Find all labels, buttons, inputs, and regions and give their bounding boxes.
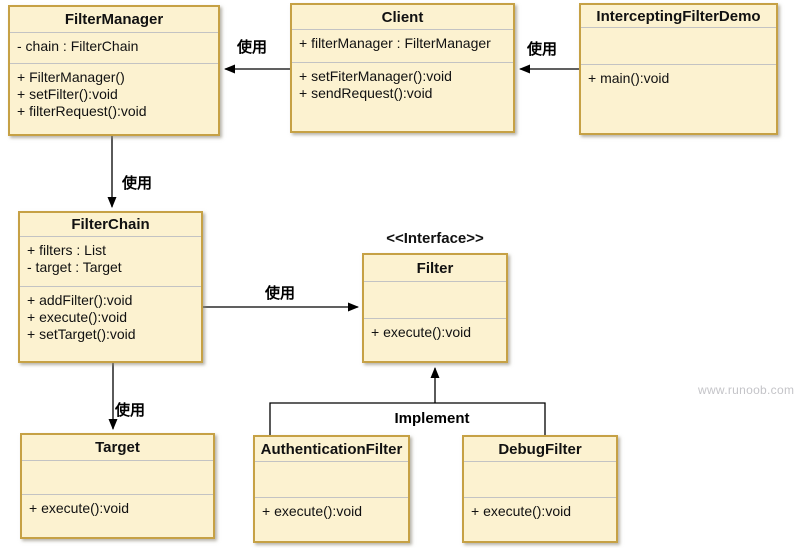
attribute: + filters : List [27,242,106,258]
use-label-demo-client: 使用 [527,41,558,58]
class-methods: + addFilter():void + execute():void + se… [20,287,201,361]
class-attributes: + filterManager : FilterManager [292,30,513,63]
class-methods: + execute():void [364,319,506,361]
class-name: DebugFilter [464,437,616,462]
use-label-client-filtermanager: 使用 [237,39,268,56]
implement-label: Implement [394,410,470,427]
class-name: FilterManager [10,7,218,33]
class-attributes [22,461,213,495]
class-attributes: + filters : List - target : Target [20,237,201,287]
class-box-debugfilter: DebugFilter + execute():void [462,435,618,543]
class-attributes [464,462,616,498]
class-box-filterchain: FilterChain + filters : List - target : … [18,211,203,363]
class-methods: + execute():void [464,498,616,541]
method: + execute():void [371,324,471,340]
method: + main():void [588,70,670,86]
method: + execute():void [471,503,571,519]
use-label-filtermanager-filterchain: 使用 [122,175,153,192]
method: + execute():void [27,309,127,325]
class-box-interceptingfilterdemo: InterceptingFilterDemo + main():void [579,3,778,135]
class-methods: + execute():void [255,498,408,541]
class-name: AuthenticationFilter [255,437,408,462]
attribute: + filterManager : FilterManager [299,35,491,51]
method: + setFilter():void [17,86,118,102]
class-box-client: Client + filterManager : FilterManager +… [290,3,515,133]
class-name: Filter [364,255,506,282]
attribute: - target : Target [27,259,122,275]
watermark: www.runoob.com [698,383,795,397]
class-box-filtermanager: FilterManager - chain : FilterChain + Fi… [8,5,220,136]
method: + FilterManager() [17,69,125,85]
class-methods: + execute():void [22,495,213,537]
method: + sendRequest():void [299,85,433,101]
class-methods: + FilterManager() + setFilter():void + f… [10,64,218,134]
class-name: FilterChain [20,213,201,237]
class-attributes: - chain : FilterChain [10,33,218,64]
method: + addFilter():void [27,292,133,308]
attribute: - chain : FilterChain [17,38,139,54]
class-attributes [364,282,506,319]
class-methods: + setFiterManager():void + sendRequest()… [292,63,513,131]
class-name: InterceptingFilterDemo [581,5,776,28]
use-label-filterchain-filter: 使用 [265,285,296,302]
class-box-authenticationfilter: AuthenticationFilter + execute():void [253,435,410,543]
interface-stereotype: <<Interface>> [386,230,484,247]
method: + setTarget():void [27,326,136,342]
class-attributes [255,462,408,498]
class-attributes [581,28,776,65]
class-methods: + main():void [581,65,776,133]
method: + filterRequest():void [17,103,147,119]
class-name: Client [292,5,513,30]
class-box-filter: Filter + execute():void [362,253,508,363]
method: + execute():void [29,500,129,516]
method: + execute():void [262,503,362,519]
method: + setFiterManager():void [299,68,452,84]
class-name: Target [22,435,213,461]
use-label-filterchain-target: 使用 [115,402,146,419]
class-box-target: Target + execute():void [20,433,215,539]
